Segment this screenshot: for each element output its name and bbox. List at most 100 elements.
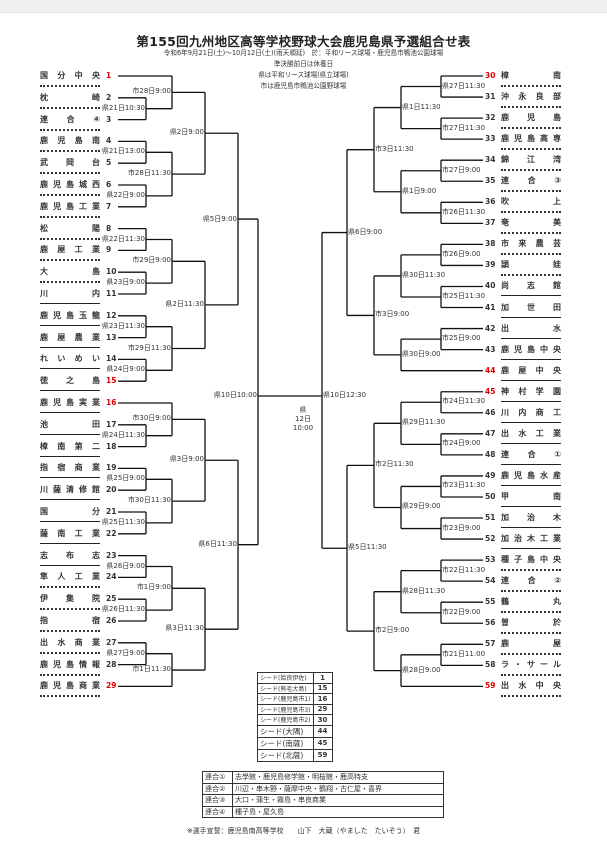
game-schedule-label: 県1日11:30	[402, 102, 441, 111]
team-number: 27	[106, 637, 117, 647]
row-divider	[501, 274, 561, 277]
seed-row: シード(鹿児島市3)29	[257, 703, 333, 715]
row-divider	[501, 442, 561, 444]
team-number: 14	[106, 354, 117, 364]
venue-ken-note: 県は平和リース球場(県立球場)	[258, 71, 349, 79]
team-name: 鹿屋	[501, 639, 561, 649]
game-schedule-label: 市29日9:00	[132, 256, 171, 265]
period-venue: 令和6年9月21日(土)～10月12日(土)(雨天順延) 於：平和リース球場・鹿…	[163, 49, 444, 57]
seed-row: シード(鹿児島市2)30	[257, 714, 333, 726]
game-schedule-label: 市2日11:30	[375, 460, 414, 469]
row-divider	[501, 316, 561, 318]
row-divider	[40, 564, 100, 566]
seed-number: 1	[312, 672, 333, 684]
team-number: 55	[485, 597, 496, 607]
team-number: 48	[485, 449, 496, 459]
row-divider	[40, 586, 100, 589]
team-name: 池田	[40, 419, 100, 429]
row-divider	[40, 237, 100, 240]
team-number: 40	[485, 281, 496, 291]
team-name: 国分中央	[40, 71, 100, 80]
team-number: 36	[485, 197, 496, 207]
team-name: 国分	[40, 507, 100, 516]
game-schedule-label: 県6日9:00	[348, 227, 383, 236]
team-name: 出水	[501, 323, 561, 333]
game-schedule-label: 県23日9:00	[106, 278, 145, 287]
team-name: 鹿児島中央	[501, 344, 561, 354]
row-divider	[40, 499, 100, 501]
game-schedule-label: 市26日9:00	[442, 249, 481, 258]
row-divider	[501, 421, 561, 423]
game-schedule-label: 県29日9:00	[402, 502, 441, 511]
game-schedule-label: 県21日13:00	[101, 147, 145, 156]
team-number: 16	[106, 398, 117, 407]
team-number: 12	[106, 310, 117, 320]
game-schedule-label: 市24日9:00	[442, 439, 481, 448]
team-number: 52	[485, 534, 496, 544]
team-number: 13	[106, 332, 117, 342]
team-number: 4	[106, 136, 112, 146]
game-schedule-label: 県27日9:00	[106, 648, 145, 657]
rengo-members: 志學館・鹿児島修学館・明桜館・鹿高特支	[232, 771, 444, 784]
team-number: 28	[106, 659, 117, 669]
team-name: 加世田	[501, 302, 561, 312]
team-name: 鹿屋工業	[40, 245, 100, 255]
seed-row: シード(南薩)45	[257, 736, 333, 750]
row-divider	[501, 106, 561, 109]
row-divider	[40, 630, 100, 632]
venue-shi-note: 市は鹿児島市鴨池公園野球場	[260, 82, 347, 90]
team-name: れいめい	[40, 354, 100, 364]
row-divider	[40, 324, 100, 326]
row-divider	[40, 521, 100, 522]
seed-label: シード(姶良伊佐)	[257, 672, 314, 684]
team-number: 54	[485, 576, 496, 586]
team-name: 鹿屋農業	[40, 332, 100, 342]
seed-label: シード(北薩)	[257, 748, 314, 762]
team-number: 2	[106, 92, 112, 102]
row-divider	[40, 172, 100, 175]
game-schedule-label: 県10日10:00	[213, 391, 257, 399]
team-number: 21	[106, 507, 117, 516]
team-name: 鹿児島水産	[501, 470, 561, 480]
game-schedule-label: 県27日11:30	[442, 81, 486, 90]
team-number: 50	[485, 491, 496, 501]
team-name: 種子島中央	[501, 555, 561, 565]
team-name: 松陽	[40, 223, 100, 233]
game-schedule-label: 市1日11:30	[132, 665, 171, 674]
row-divider	[501, 358, 561, 360]
team-name: 出水工業	[501, 428, 561, 438]
row-divider	[40, 542, 100, 544]
team-name: 川内商工	[501, 407, 561, 417]
team-name: 鹿児島商業	[40, 681, 100, 691]
game-schedule-label: 県26日9:00	[106, 561, 145, 570]
game-schedule-label: 県30日9:00	[402, 349, 441, 358]
team-number: 11	[106, 289, 117, 298]
game-schedule-label: 市26日11:30	[442, 207, 486, 216]
team-name: 樟南第二	[40, 441, 100, 451]
team-number: 7	[106, 201, 112, 211]
game-schedule-label: 県25日9:00	[106, 474, 145, 483]
team-name: 甲南	[501, 491, 561, 501]
row-divider	[501, 463, 561, 465]
game-schedule-label: 市27日11:30	[442, 123, 486, 132]
page-title: 第155回九州地区高等学校野球大会鹿児島県予選組合せ表	[136, 34, 471, 49]
team-number: 57	[485, 639, 496, 649]
row-divider	[40, 477, 100, 479]
game-schedule-label: 県29日11:30	[402, 418, 446, 427]
team-number: 29	[106, 681, 117, 691]
team-number: 46	[485, 407, 496, 417]
row-divider	[40, 215, 100, 218]
game-schedule-label: 県26日11:30	[101, 605, 145, 614]
row-divider	[40, 455, 100, 457]
row-divider	[40, 303, 100, 304]
team-number: 47	[485, 428, 496, 438]
row-divider	[501, 632, 561, 635]
team-number: 1	[106, 71, 112, 80]
game-schedule-label: 県10日12:30	[323, 391, 367, 399]
seed-label: シード(鹿児島市2)	[257, 714, 314, 726]
final-game-label: 県 12日 10:00	[288, 406, 318, 433]
